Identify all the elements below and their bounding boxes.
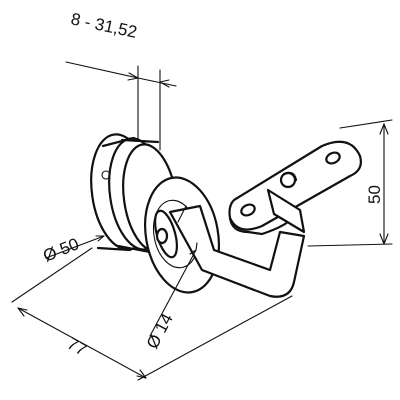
projection-dimension: 77 xyxy=(11,247,293,381)
adapter-diameter-label: Ø 50 xyxy=(40,234,81,265)
bracket-arm xyxy=(154,204,306,298)
projection-label: 77 xyxy=(64,334,90,360)
saddle-plate xyxy=(228,140,362,236)
height-dimension: 50 xyxy=(307,119,393,247)
glass-thickness-label: 8 - 31,52 xyxy=(69,9,139,42)
height-label: 50 xyxy=(365,185,384,204)
glass-thickness-dimension: 8 - 31,52 xyxy=(65,9,177,151)
arm-diameter-label: Ø 14 xyxy=(143,310,177,351)
